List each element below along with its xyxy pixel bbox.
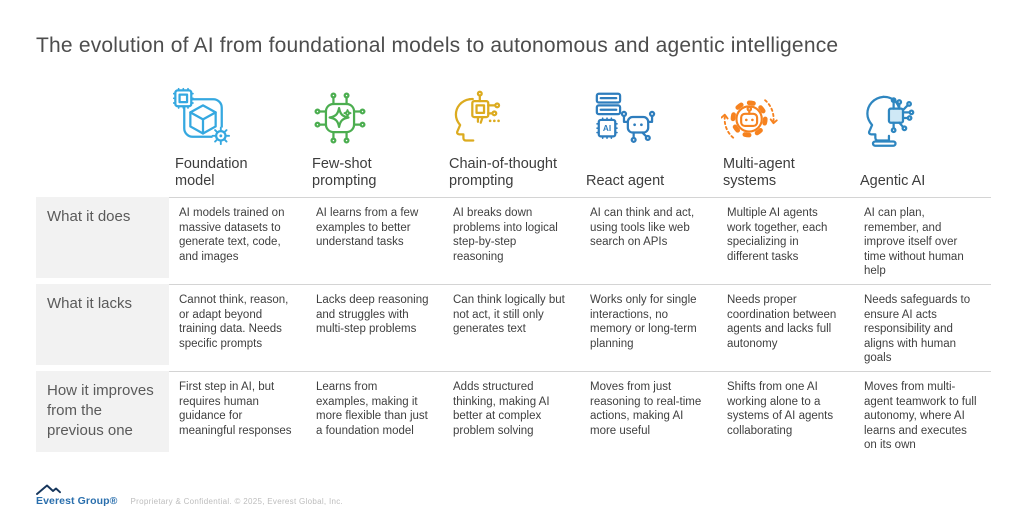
cell-what-it-does-foundation-model: AI models trained on massive datasets to… bbox=[169, 197, 306, 284]
column-header-foundation-model: Foundation model bbox=[175, 155, 248, 190]
column-header-agentic-ai: Agentic AI bbox=[860, 173, 926, 190]
cell-what-it-does-multi-agent-systems: Multiple AI agents work together, each s… bbox=[717, 197, 854, 284]
column-icon-cell bbox=[306, 87, 443, 155]
cell-how-it-improves-foundation-model: First step in AI, but requires human gui… bbox=[169, 371, 306, 458]
column-icon-cell bbox=[169, 87, 306, 155]
row-label-what-it-lacks: What it lacks bbox=[36, 284, 169, 365]
everest-group-logo: Everest Group® bbox=[36, 484, 118, 507]
cell-what-it-lacks-few-shot-prompting: Lacks deep reasoning and struggles with … bbox=[306, 284, 443, 371]
cell-how-it-improves-agentic-ai: Moves from multi-agent teamwork to full … bbox=[854, 371, 991, 458]
foundation-model-icon bbox=[173, 87, 230, 145]
column-header-few-shot-prompting: Few-shot prompting bbox=[312, 155, 377, 190]
cell-what-it-does-react-agent: AI can think and act, using tools like w… bbox=[580, 197, 717, 284]
legal-text: Proprietary & Confidential. © 2025, Ever… bbox=[130, 497, 344, 506]
column-header-react-agent: React agent bbox=[586, 173, 665, 190]
chain-of-thought-icon bbox=[454, 90, 501, 142]
slide: The evolution of AI from foundational mo… bbox=[36, 34, 1024, 458]
cell-what-it-lacks-foundation-model: Cannot think, reason, or adapt beyond tr… bbox=[169, 284, 306, 371]
few-shot-prompting-icon bbox=[314, 92, 366, 144]
mountain-icon bbox=[36, 484, 61, 495]
row-label-how-it-improves: How it improves from the previous one bbox=[36, 371, 169, 452]
react-agent-icon: AI bbox=[595, 92, 656, 143]
cell-how-it-improves-chain-of-thought: Adds structured thinking, making AI bett… bbox=[443, 371, 580, 458]
footer: Everest Group® Proprietary & Confidentia… bbox=[36, 484, 343, 507]
page-title: The evolution of AI from foundational mo… bbox=[36, 34, 839, 57]
cell-what-it-lacks-multi-agent-systems: Needs proper coordination between agents… bbox=[717, 284, 854, 371]
evolution-table: AI bbox=[36, 87, 1024, 458]
cell-what-it-lacks-chain-of-thought: Can think logically but not act, it stil… bbox=[443, 284, 580, 371]
cell-what-it-lacks-react-agent: Works only for single interactions, no m… bbox=[580, 284, 717, 371]
multi-agent-systems-icon bbox=[721, 99, 778, 139]
cell-what-it-does-chain-of-thought: AI breaks down problems into logical ste… bbox=[443, 197, 580, 284]
brand-name: Everest Group® bbox=[36, 495, 118, 507]
column-header-multi-agent-systems: Multi-agent systems bbox=[723, 155, 795, 190]
svg-text:AI: AI bbox=[603, 124, 611, 133]
row-label-what-it-does: What it does bbox=[36, 197, 169, 278]
cell-how-it-improves-multi-agent-systems: Shifts from one AI working alone to a sy… bbox=[717, 371, 854, 458]
header-spacer bbox=[36, 155, 169, 197]
column-icon-cell bbox=[443, 87, 580, 155]
cell-what-it-lacks-agentic-ai: Needs safeguards to ensure AI acts respo… bbox=[854, 284, 991, 371]
cell-what-it-does-agentic-ai: AI can plan, remember, and improve itsel… bbox=[854, 197, 991, 284]
cell-how-it-improves-react-agent: Moves from just reasoning to real-time a… bbox=[580, 371, 717, 458]
column-icon-cell: AI bbox=[580, 87, 717, 155]
cell-how-it-improves-few-shot-prompting: Learns from examples, making it more fle… bbox=[306, 371, 443, 458]
column-header-chain-of-thought-prompting: Chain-of-thought prompting bbox=[449, 155, 558, 190]
column-icon-cell bbox=[717, 87, 854, 155]
agentic-ai-icon bbox=[866, 95, 915, 147]
column-icon-cell bbox=[854, 87, 991, 155]
cell-what-it-does-few-shot-prompting: AI learns from a few examples to better … bbox=[306, 197, 443, 284]
header-spacer bbox=[36, 87, 169, 155]
